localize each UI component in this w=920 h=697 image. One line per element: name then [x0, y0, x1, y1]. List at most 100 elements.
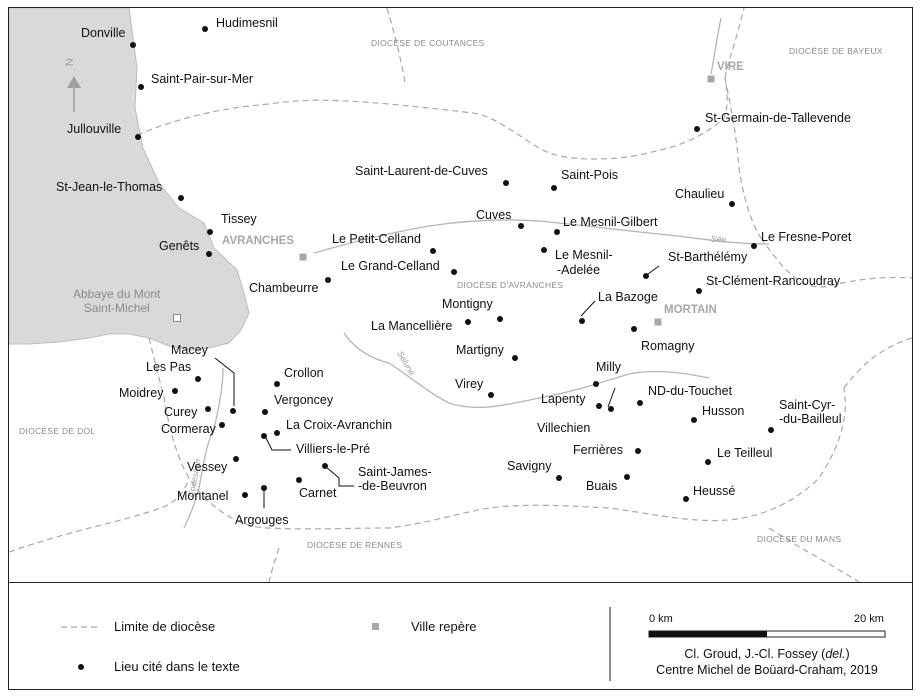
dot-romagny [631, 326, 637, 332]
dot-saint-cyr [768, 427, 774, 433]
place-saint-pair: Saint-Pair-sur-Mer [151, 72, 254, 86]
dot-villechien [608, 406, 614, 412]
place-heusse: Heussé [693, 484, 736, 498]
dot-donville [130, 42, 136, 48]
dot-genets [206, 251, 212, 257]
place-argouges: Argouges [235, 513, 289, 527]
place-la-croix: La Croix-Avranchin [286, 418, 393, 432]
place-chaulieu: Chaulieu [675, 187, 725, 201]
dot-savigny [556, 475, 562, 481]
dot-curey [205, 406, 211, 412]
place-le-mesnil-adelee-1: Le Mesnil- [555, 248, 613, 262]
dot-la-mancelliere [465, 319, 471, 325]
dot-ferrieres [635, 448, 641, 454]
diocese-bayeux: DIOCÈSE DE BAYEUX [789, 46, 883, 56]
diocese-coutances: DIOCÈSE DE COUTANCES [371, 38, 485, 48]
place-virey: Virey [455, 377, 484, 391]
place-montigny: Montigny [442, 297, 493, 311]
dot-la-bazoge [579, 318, 585, 324]
place-vessey: Vessey [187, 460, 228, 474]
place-cuves: Cuves [476, 208, 512, 222]
place-le-mesnil-adelee-2: -Adelée [557, 263, 601, 277]
dot-saint-laurent [503, 180, 509, 186]
dot-le-grand-celland [451, 269, 457, 275]
dot-nd-du-touchet [637, 400, 643, 406]
legend-graphics [61, 607, 886, 681]
river-selune [343, 332, 710, 408]
diocese-mans: DIOCÈSE DU MANS [757, 534, 842, 544]
place-st-barthelemy: St-Barthélémy [668, 250, 748, 264]
town-marker-mortain [654, 318, 662, 326]
dot-tissey [207, 229, 213, 235]
dot-jullouville [135, 134, 141, 140]
town-marker-vire [707, 75, 715, 83]
scale-start: 0 km [649, 613, 673, 625]
dot-vergoncey [262, 409, 268, 415]
dot-montanel [242, 492, 248, 498]
place-tissey: Tissey [221, 212, 257, 226]
place-husson: Husson [702, 404, 745, 418]
dot-saint-pois [551, 185, 557, 191]
leader-lines [214, 265, 660, 508]
place-chambeurre: Chambeurre [249, 281, 319, 295]
credit-authors: Cl. Groud, J.-Cl. Fossey (del.) [684, 647, 850, 661]
diocese-limits [9, 8, 912, 582]
sea-label: Abbaye du Mont Saint-Michel [73, 287, 161, 315]
credit-institution: Centre Michel de Boüard-Craham, 2019 [656, 663, 878, 677]
dot-saint-pair [138, 84, 144, 90]
diocese-avranches: DIOCÈSE D'AVRANCHES [457, 280, 564, 290]
place-genets: Genêts [159, 239, 200, 253]
dot-virey [488, 392, 494, 398]
dot-les-pas [195, 376, 201, 382]
place-cormeray: Cormeray [161, 422, 216, 436]
sea-area [9, 8, 250, 351]
place-le-fresne-poret: Le Fresne-Poret [761, 230, 852, 244]
legend-lieu-cite: Lieu cité dans le texte [114, 659, 240, 674]
place-villechien: Villechien [537, 421, 591, 435]
legend-diocese-limit: Limite de diocèse [114, 619, 216, 634]
place-carnet: Carnet [299, 486, 337, 500]
place-vergoncey: Vergoncey [274, 393, 334, 407]
dot-le-teilleul [705, 459, 711, 465]
dot-chaulieu [729, 201, 735, 207]
dot-hudimesnil [202, 26, 208, 32]
place-romagny: Romagny [641, 339, 695, 353]
dot-husson [691, 417, 697, 423]
place-st-jean: St-Jean-le-Thomas [56, 180, 163, 194]
place-saint-cyr-2: -du-Bailleul [779, 412, 842, 426]
dot-st-jean [178, 195, 184, 201]
dot-montigny [497, 316, 503, 322]
place-macey: Macey [171, 343, 208, 357]
place-st-germain: St-Germain-de-Tallevende [705, 111, 851, 125]
place-les-pas: Les Pas [146, 360, 192, 374]
dot-le-mesnil-adelee [541, 247, 547, 253]
dot-heusse [683, 496, 689, 502]
dot-martigny [512, 355, 518, 361]
north-arrow [67, 76, 81, 112]
map-base [9, 8, 912, 582]
abbey-marker [173, 314, 181, 322]
dot-le-fresne-poret [751, 243, 757, 249]
place-crollon: Crollon [284, 366, 324, 380]
dot-argouges [261, 485, 267, 491]
place-saint-pois: Saint-Pois [561, 168, 618, 182]
diocese-rennes: DIOCÈSE DE RENNES [307, 540, 403, 550]
place-villiers: Villiers-le-Pré [296, 442, 371, 456]
place-le-grand-celland: Le Grand-Celland [341, 259, 440, 273]
place-la-bazoge: La Bazoge [598, 290, 658, 304]
place-nd-du-touchet: ND-du-Touchet [648, 384, 733, 398]
place-le-petit-celland: Le Petit-Celland [332, 232, 421, 246]
place-le-teilleul: Le Teilleul [717, 446, 773, 460]
place-saint-james-2: -de-Beuvron [358, 479, 427, 493]
river-vire [710, 17, 722, 75]
town-mortain: MORTAIN [664, 304, 717, 316]
place-milly: Milly [596, 360, 621, 374]
legend-ville-repere: Ville repère [411, 619, 477, 634]
place-donville: Donville [81, 26, 126, 40]
place-lapenty: Lapenty [541, 392, 586, 406]
place-la-mancelliere: La Mancellière [371, 319, 453, 333]
scale-end: 20 km [854, 613, 884, 625]
place-ferrieres: Ferrières [573, 443, 624, 457]
dot-le-mesnil-gilbert [554, 229, 560, 235]
diocese-dol: DIOCÈSE DE DOL [19, 426, 96, 436]
